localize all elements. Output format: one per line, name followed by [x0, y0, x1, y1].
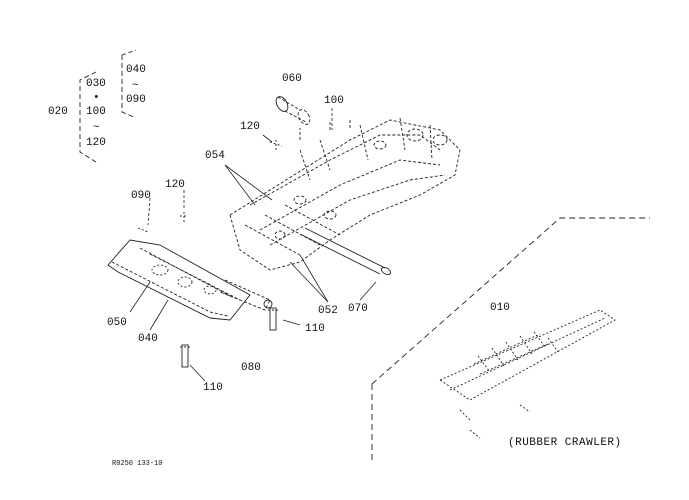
callout-070: 070 — [348, 303, 368, 315]
callout-dot: • — [93, 92, 100, 104]
rubber-crawler-caption: (RUBBER CRAWLER) — [508, 437, 622, 449]
sleeve-060 — [275, 96, 311, 125]
frame-assembly — [229, 117, 461, 271]
callout-040: 040 — [138, 333, 158, 345]
bolt-110-low — [180, 344, 190, 368]
callout-090: 090 — [131, 190, 151, 202]
callout-030: 030 — [86, 78, 106, 90]
right-bracket — [121, 49, 137, 119]
callout-010: 010 — [490, 302, 510, 314]
callout-050: 050 — [107, 317, 127, 329]
callout-020: 020 — [48, 106, 68, 118]
bolt-090 — [137, 227, 149, 233]
callout-052: 052 — [318, 305, 338, 317]
shaft-070 — [299, 227, 392, 276]
crawler-box — [371, 217, 650, 460]
callout-100: 100 — [324, 95, 344, 107]
callout-tilde-2: ~ — [132, 80, 139, 92]
plate-050 — [107, 239, 273, 321]
callout-080: 080 — [241, 362, 261, 374]
callout-120-top: 120 — [240, 121, 260, 133]
callout-110-low: 110 — [203, 382, 223, 394]
rubber-crawler — [439, 309, 616, 439]
drawing-code: R0250 133-10 — [112, 460, 163, 468]
callout-090-range: 090 — [126, 94, 146, 106]
leader-lines — [129, 108, 377, 382]
left-bracket — [79, 71, 97, 163]
callout-054: 054 — [205, 150, 225, 162]
callout-110-mid: 110 — [305, 323, 325, 335]
callout-120-left: 120 — [165, 179, 185, 191]
callout-tilde-1: ~ — [93, 122, 100, 134]
bolt-120-top — [269, 140, 283, 150]
bolt-120-left — [180, 212, 188, 224]
callout-060: 060 — [282, 73, 302, 85]
callout-120-range: 120 — [86, 137, 106, 149]
callout-040-range: 040 — [126, 64, 146, 76]
callout-100-range: 100 — [86, 106, 106, 118]
bolt-110-mid — [268, 307, 278, 331]
